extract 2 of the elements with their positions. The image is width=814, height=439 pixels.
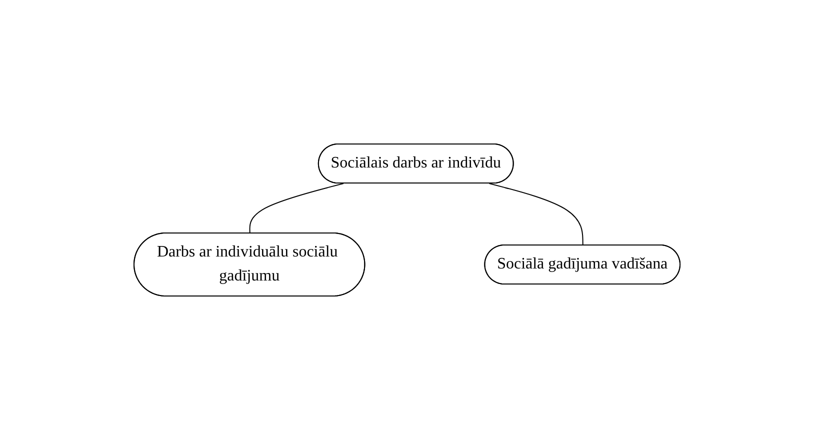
connector <box>249 182 344 234</box>
connector <box>488 182 584 246</box>
